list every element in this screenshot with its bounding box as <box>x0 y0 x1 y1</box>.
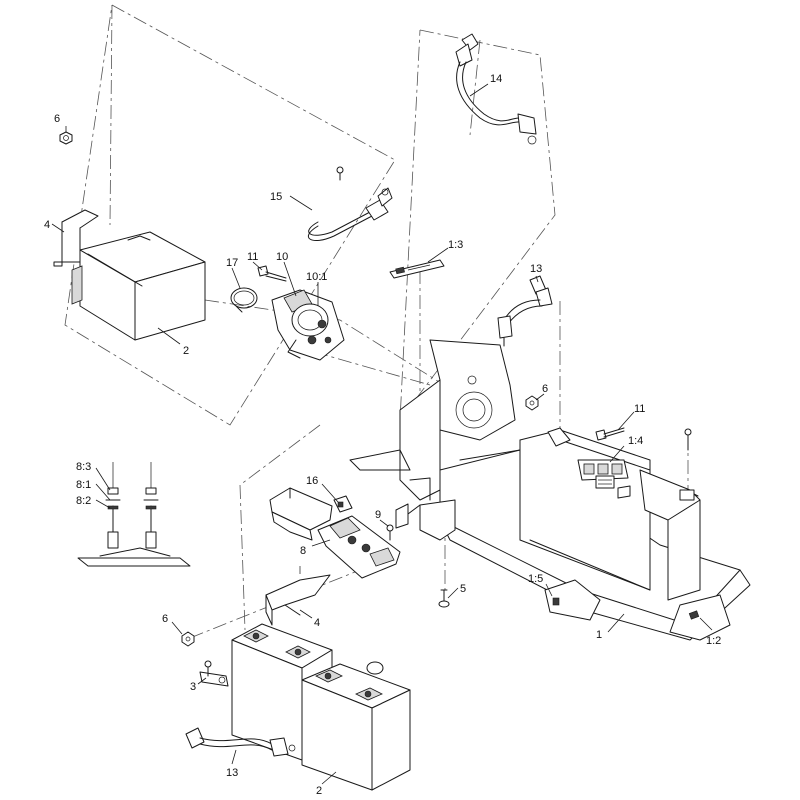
hex-nut-lower <box>181 631 195 647</box>
cable-long <box>455 33 537 145</box>
bracket-lower <box>265 566 331 626</box>
callout-labels: 6 4 2 15 14 17 11 10 10:1 1:3 13 6 11 1:… <box>44 73 721 797</box>
main-frame <box>349 339 751 641</box>
callout-6-mid: 6 <box>542 383 548 395</box>
callout-14: 14 <box>490 73 502 85</box>
callout-3: 3 <box>190 681 196 693</box>
battery-pair <box>231 623 411 791</box>
decal-label-top <box>389 259 445 279</box>
inset-fuse-detail <box>77 462 191 567</box>
hex-nut-mid <box>525 395 539 411</box>
callout-6-top: 6 <box>54 113 60 125</box>
callout-2-top: 2 <box>183 345 189 357</box>
callout-15: 15 <box>270 191 282 203</box>
callout-1-5: 1:5 <box>528 573 543 585</box>
callout-13-lower: 13 <box>226 767 238 779</box>
bolt-5 <box>438 589 450 608</box>
callout-5: 5 <box>460 583 466 595</box>
callout-8-2: 8:2 <box>76 495 91 507</box>
hex-nut-top <box>59 131 73 145</box>
ring-clamp <box>230 287 258 313</box>
callout-1-3: 1:3 <box>448 239 463 251</box>
callout-1-2: 1:2 <box>706 635 721 647</box>
callout-6-lower: 6 <box>162 613 168 625</box>
callout-11-right: 11 <box>634 403 645 415</box>
callout-10-1: 10:1 <box>306 271 327 283</box>
control-module-box <box>71 231 206 341</box>
bolt-frame <box>595 427 625 441</box>
cable-upper <box>497 275 553 347</box>
callout-1-4: 1:4 <box>628 435 643 447</box>
fuse-block-assembly <box>269 487 401 579</box>
callout-8: 8 <box>300 545 306 557</box>
callout-4-lower: 4 <box>314 617 320 629</box>
callout-8-3: 8:3 <box>76 461 91 473</box>
callout-8-1: 8:1 <box>76 479 91 491</box>
callout-11-top: 11 <box>247 251 258 263</box>
callout-16: 16 <box>306 475 318 487</box>
cable-short <box>307 166 393 241</box>
screw-9 <box>386 503 409 541</box>
bolt-relay <box>257 265 287 282</box>
callout-17: 17 <box>226 257 238 269</box>
callout-9: 9 <box>375 509 381 521</box>
battery-jumper <box>199 660 229 687</box>
callout-13-top: 13 <box>530 263 542 275</box>
callout-4-top: 4 <box>44 219 50 231</box>
callout-1: 1 <box>596 629 602 641</box>
callout-2-lower: 2 <box>316 785 322 797</box>
callout-10: 10 <box>276 251 288 263</box>
cable-lower <box>185 727 296 757</box>
solenoid-relay <box>271 289 345 361</box>
leader-lines <box>51 83 713 785</box>
